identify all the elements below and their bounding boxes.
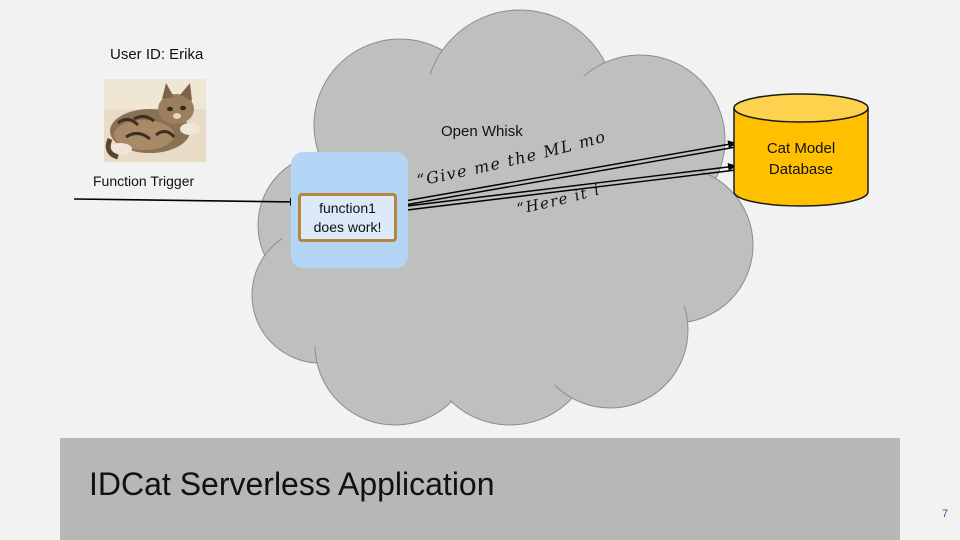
- database-label-line2: Database: [768, 161, 834, 178]
- function-name: function1: [319, 199, 376, 216]
- trigger-arrow: [73, 197, 299, 206]
- response-arrow-return: [398, 162, 737, 208]
- request-arrow: [398, 140, 737, 203]
- function1-box: function1 does work!: [298, 193, 397, 242]
- cat-photo: [104, 79, 206, 162]
- response-arrow: [398, 169, 737, 215]
- database-label: Cat Model Database: [742, 138, 860, 180]
- footer-bar: [60, 438, 900, 540]
- database-label-line1: Cat Model: [766, 140, 836, 157]
- function-trigger-label: Function Trigger: [93, 173, 195, 189]
- user-id-label: User ID: Erika: [110, 46, 204, 63]
- request-arrow-return: [398, 146, 737, 209]
- function-description: does work!: [313, 218, 382, 235]
- database-cylinder-icon: [733, 93, 869, 207]
- openwhisk-label: Open Whisk: [441, 123, 523, 140]
- slide-title: IDCat Serverless Application: [89, 466, 495, 502]
- page-number: 7: [942, 508, 949, 520]
